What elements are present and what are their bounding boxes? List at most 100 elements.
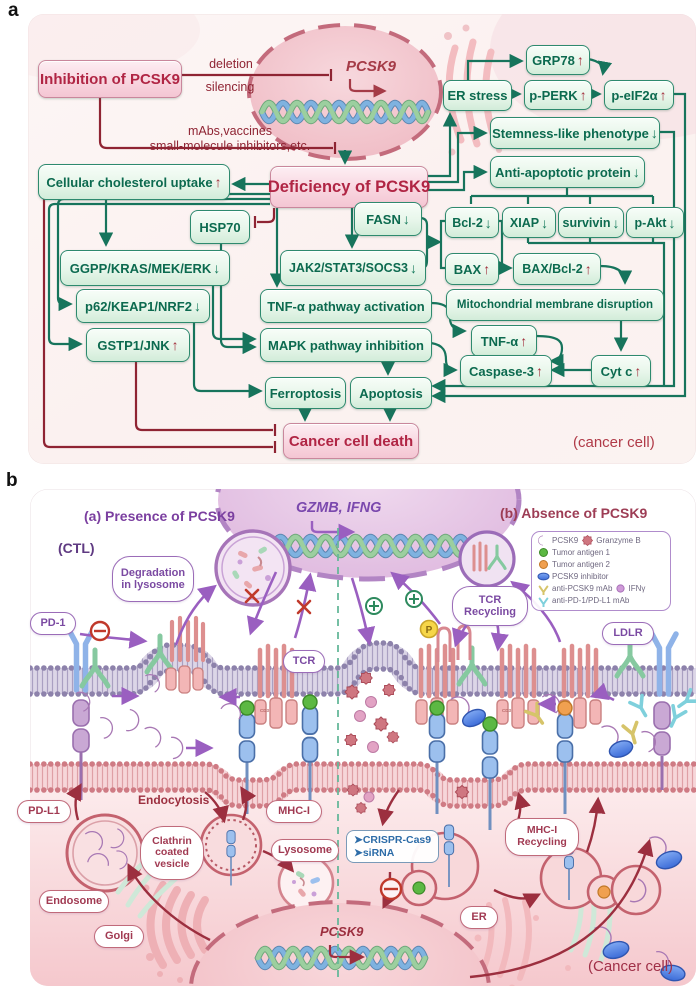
pd1-bubble: PD-1 [30, 612, 76, 635]
label-small-molecule: small-molecule inhibitors,etc. [149, 139, 311, 153]
box-hsp70: HSP70 [190, 210, 250, 244]
box-p-akt: p-Akt↓ [626, 207, 684, 238]
box-bax-bcl2-ratio: BAX/Bcl-2↑ [513, 253, 601, 285]
ldlr-bubble: LDLR [602, 622, 654, 645]
label-deletion: deletion [209, 57, 253, 71]
box-ferroptosis: Ferroptosis [265, 377, 346, 409]
box-grp78: GRP78↑ [526, 45, 590, 75]
granzyme-b-icon [582, 535, 594, 546]
granzyme-b-star [359, 671, 373, 685]
anti-pd1-pdl1-mab-icon [538, 597, 549, 607]
box-cancer-cell-death: Cancer cell death [283, 423, 419, 459]
tcr-recycling-vesicle [458, 530, 516, 588]
cancer-nucleus [189, 900, 491, 986]
gzmb-ifng-gene-label: GZMB, IFNG [296, 500, 382, 516]
cancer-cell-note-b: (Cancer cell) [588, 958, 674, 975]
plus-circle-icon [365, 590, 423, 615]
tumor-antigen-1 [239, 700, 255, 716]
label-silencing: silencing [205, 80, 255, 94]
minus-circle-icon [89, 620, 403, 901]
tumor-antigen-1 [429, 700, 445, 716]
lysosome-bubble: Lysosome [271, 839, 339, 862]
er-dots-b [474, 915, 571, 986]
cancer-cell-note-a: (cancer cell) [573, 434, 655, 451]
endosome [65, 813, 145, 893]
box-deficiency-of-pcsk9: Deficiency of PCSK9 [268, 166, 430, 208]
tumor-antigen-1 [302, 694, 318, 710]
pdl1-receptor [72, 699, 90, 800]
label-mabs-vaccines: mAbs,vaccines [187, 124, 273, 138]
pcsk9-inhibitor [608, 740, 634, 758]
box-tnf-pathway: TNF-α pathway activation [260, 289, 432, 323]
ctl-label: (CTL) [58, 540, 95, 556]
tcr-complex: CD3 [255, 646, 297, 728]
pcsk9-inhibitor [660, 964, 686, 982]
box-gstp1-jnk: GSTP1/JNK↑ [86, 328, 190, 362]
er-bubble: ER [460, 906, 498, 929]
box-inhibition-of-pcsk9: Inhibition of PCSK9 [38, 60, 182, 98]
presence-title: (a) Presence of PCSK9 [84, 508, 235, 524]
ifn-gamma-icon [616, 584, 626, 593]
box-p62-keap1: p62/KEAP1/NRF2↓ [76, 289, 210, 323]
tumor-antigen-2-icon [539, 560, 548, 569]
box-apoptosis: Apoptosis [350, 377, 432, 409]
box-xiap: XIAP↓ [502, 207, 556, 238]
granzyme-b-star [454, 784, 470, 800]
phospho-p-icon: P [419, 619, 439, 639]
legend: PCSK9 Granzyme B Tumor antigen 1 Tumor a… [531, 531, 671, 611]
svg-text:CD3: CD3 [502, 708, 511, 713]
box-p-perk: p-PERK↑ [524, 80, 592, 110]
tumor-antigen-2 [557, 700, 573, 716]
endosome-bubble: Endosome [39, 890, 109, 913]
box-fasn: FASN↓ [354, 202, 422, 236]
tcr-bubble: TCR [283, 650, 325, 673]
pdl1-receptor-right [653, 701, 671, 790]
crispr-sirna-box: ➤CRISPR-Cas9 ➤siRNA [346, 830, 440, 863]
ctl-nucleus [214, 489, 522, 582]
pcsk9-crescent-icon [538, 535, 544, 546]
absence-title: (b) Absence of PCSK9 [500, 505, 648, 521]
box-mapk-pathway: MAPK pathway inhibition [260, 328, 432, 362]
tumor-antigen-1-icon [539, 548, 548, 557]
panel-b-label: b [6, 470, 18, 491]
box-bcl2: Bcl-2↓ [445, 207, 499, 238]
nucleus-a [247, 23, 443, 161]
box-anti-apoptotic: Anti-apoptotic protein↓ [490, 156, 645, 188]
tcr-complex-right: CD3 [416, 646, 601, 728]
pcsk9-inhibitor [602, 940, 630, 960]
svg-text:P: P [426, 625, 433, 636]
ctl-lysosome [214, 529, 292, 607]
panel-a-label: a [8, 0, 19, 21]
granzyme-ifn-cluster [344, 683, 400, 814]
box-jak2-stat3: JAK2/STAT3/SOCS3↓ [280, 250, 426, 286]
pcsk9-gene-label-b: PCSK9 [320, 924, 364, 939]
pcsk9-vesicle [610, 864, 662, 916]
panel-a-inhibit-lines [42, 69, 337, 453]
box-mitochondrial-disruption: Mitochondrial membrane disruption [446, 289, 664, 321]
panel-a-green-arrows [47, 53, 687, 422]
box-caspase-3: Caspase-3↑ [460, 355, 552, 387]
pcsk9-inhibitor [655, 850, 683, 870]
box-p-eif2a: p-eIF2α↑ [604, 80, 674, 110]
mhc1-bubble: MHC-I [266, 800, 322, 823]
pcsk9-gene-label-a: PCSK9 [346, 58, 397, 75]
blocked-x-icon [244, 588, 312, 615]
svg-text:CD3: CD3 [260, 708, 269, 713]
box-cyt-c: Cyt c↑ [591, 355, 651, 387]
box-ggpp-kras: GGPP/KRAS/MEK/ERK↓ [60, 250, 230, 286]
tcr-ldlr-cluster [145, 615, 206, 694]
box-stemness: Stemness-like phenotype↓ [490, 117, 660, 149]
pcsk9-inhibitor-icon [537, 572, 550, 581]
endocytosis-label: Endocytosis [138, 793, 210, 807]
golgi-bubble: Golgi [94, 925, 144, 948]
box-survivin: survivin↓ [558, 207, 624, 238]
box-bax: BAX↑ [445, 253, 499, 285]
anti-pcsk9-mab-icon [538, 585, 549, 595]
tumor-antigen-1 [482, 716, 498, 732]
box-cholesterol-uptake: Cellular cholesterol uptake↑ [38, 164, 230, 200]
pcsk9-inhibitor [461, 708, 487, 728]
